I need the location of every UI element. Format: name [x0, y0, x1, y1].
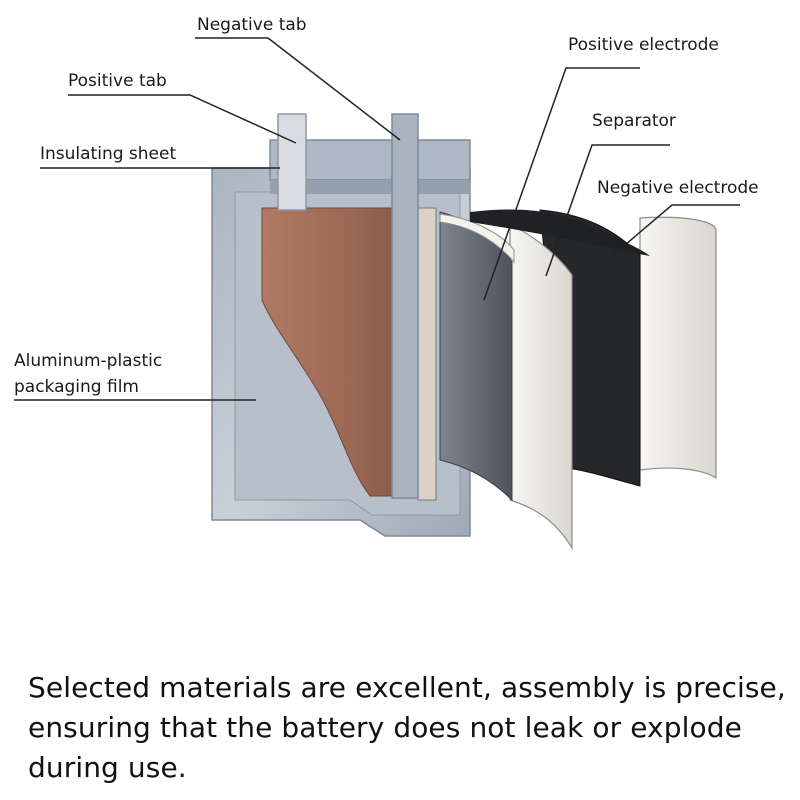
- label-insulating-sheet: Insulating sheet: [40, 144, 176, 164]
- label-positive-electrode: Positive electrode: [568, 35, 719, 55]
- battery-structure-diagram: Negative tab Positive tab Insulating she…: [14, 15, 759, 551]
- label-positive-tab: Positive tab: [68, 71, 167, 91]
- copper-electrode-roll: [261, 207, 419, 497]
- leader-negative-electrode: [611, 204, 740, 257]
- leader-positive-electrode: [483, 67, 640, 301]
- label-negative-tab: Negative tab: [197, 15, 307, 35]
- caption-text: Selected materials are excellent, assemb…: [28, 671, 786, 784]
- negative-tab-shape: [391, 113, 419, 499]
- label-negative-electrode: Negative electrode: [597, 178, 759, 198]
- label-separator: Separator: [592, 111, 676, 131]
- leader-negative-tab: [195, 37, 401, 141]
- label-aluminum-film-line2: packaging film: [14, 377, 139, 397]
- positive-tab-shape: [277, 113, 307, 211]
- electrode-layers: [439, 209, 717, 551]
- leader-separator: [545, 144, 670, 277]
- label-aluminum-film-line1: Aluminum-plastic: [14, 351, 162, 371]
- inner-cavity: [417, 207, 437, 501]
- leader-positive-tab: [68, 94, 297, 144]
